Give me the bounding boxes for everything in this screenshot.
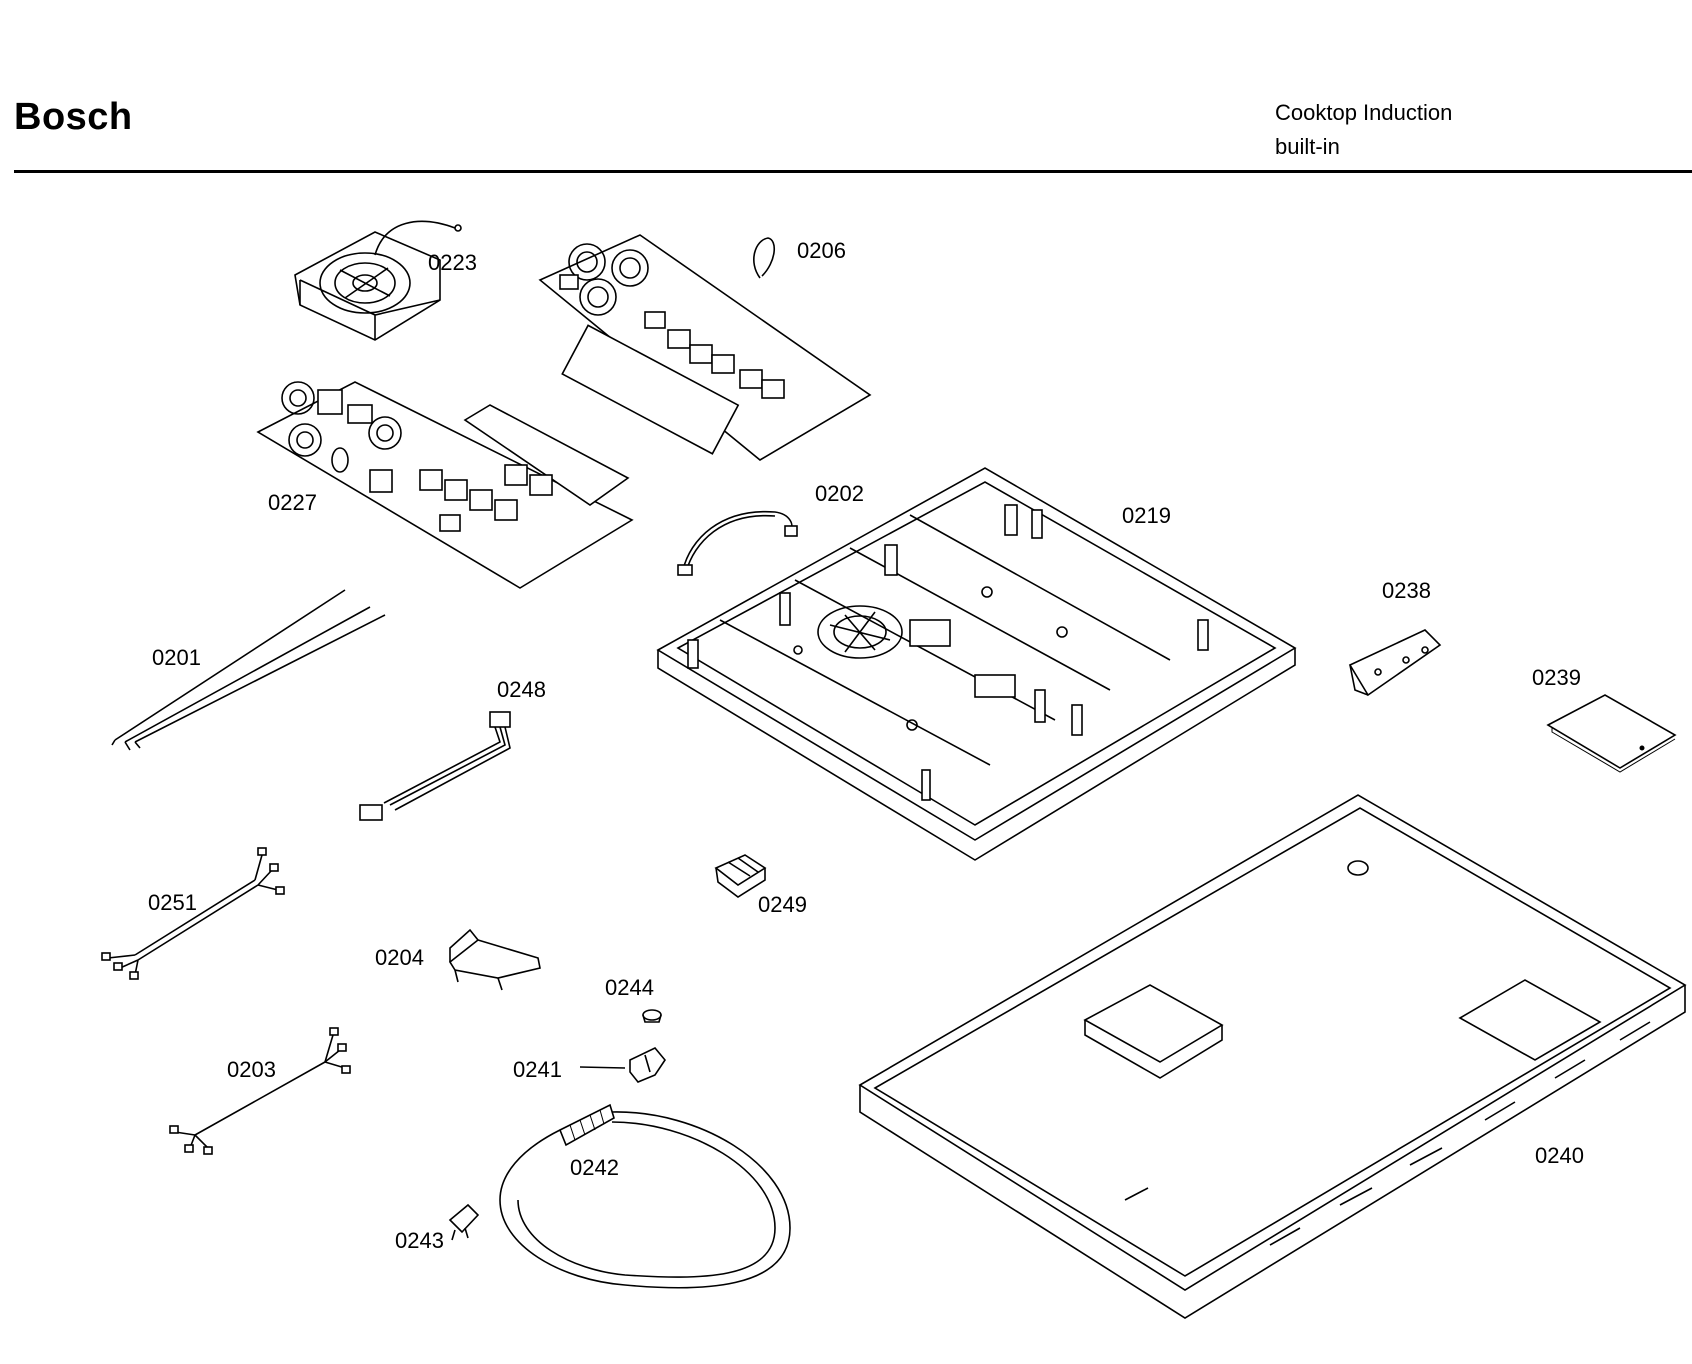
label-0251: 0251 <box>148 890 197 915</box>
product-title-line2: built-in <box>1275 134 1340 159</box>
part-0202-cable <box>677 510 798 576</box>
part-0219-housing <box>656 467 1297 861</box>
part-0249-connector <box>714 854 767 898</box>
part-0239-plate <box>1546 694 1677 773</box>
label-0203: 0203 <box>227 1057 276 1082</box>
label-0239: 0239 <box>1532 665 1581 690</box>
part-0248-ribbon-cable <box>359 711 511 821</box>
part-0251-harness <box>101 847 285 980</box>
part-0206-clip <box>753 237 775 279</box>
label-0223: 0223 <box>428 250 477 275</box>
label-0240: 0240 <box>1535 1143 1584 1168</box>
part-0244-knob <box>642 1009 662 1023</box>
part-0201-wires <box>111 589 386 751</box>
part-0241-clamp <box>579 1047 666 1083</box>
part-0240-bottom-tray <box>858 794 1687 1319</box>
label-0249: 0249 <box>758 892 807 917</box>
part-0243-plug <box>448 1203 480 1241</box>
part-0227-power-board <box>256 381 634 589</box>
label-0227: 0227 <box>268 490 317 515</box>
label-0244: 0244 <box>605 975 654 1000</box>
part-0223-fan <box>294 220 462 341</box>
label-0201: 0201 <box>152 645 201 670</box>
label-0241: 0241 <box>513 1057 562 1082</box>
label-0204: 0204 <box>375 945 424 970</box>
brand-logo: Bosch <box>14 96 133 138</box>
label-0248: 0248 <box>497 677 546 702</box>
label-0206: 0206 <box>797 238 846 263</box>
product-title-line1: Cooktop Induction <box>1275 100 1453 125</box>
label-0202: 0202 <box>815 481 864 506</box>
label-0238: 0238 <box>1382 578 1431 603</box>
part-0204-bracket <box>448 928 541 991</box>
part-0242-hose <box>499 1103 791 1289</box>
part-0238-bracket <box>1348 629 1442 697</box>
label-0242: 0242 <box>570 1155 619 1180</box>
part-power-board-upper <box>538 234 872 461</box>
label-0243: 0243 <box>395 1228 444 1253</box>
label-0219: 0219 <box>1122 503 1171 528</box>
part-0203-harness <box>169 1027 351 1155</box>
header-divider <box>14 170 1692 173</box>
product-title: Cooktop Induction built-in <box>1275 96 1452 164</box>
